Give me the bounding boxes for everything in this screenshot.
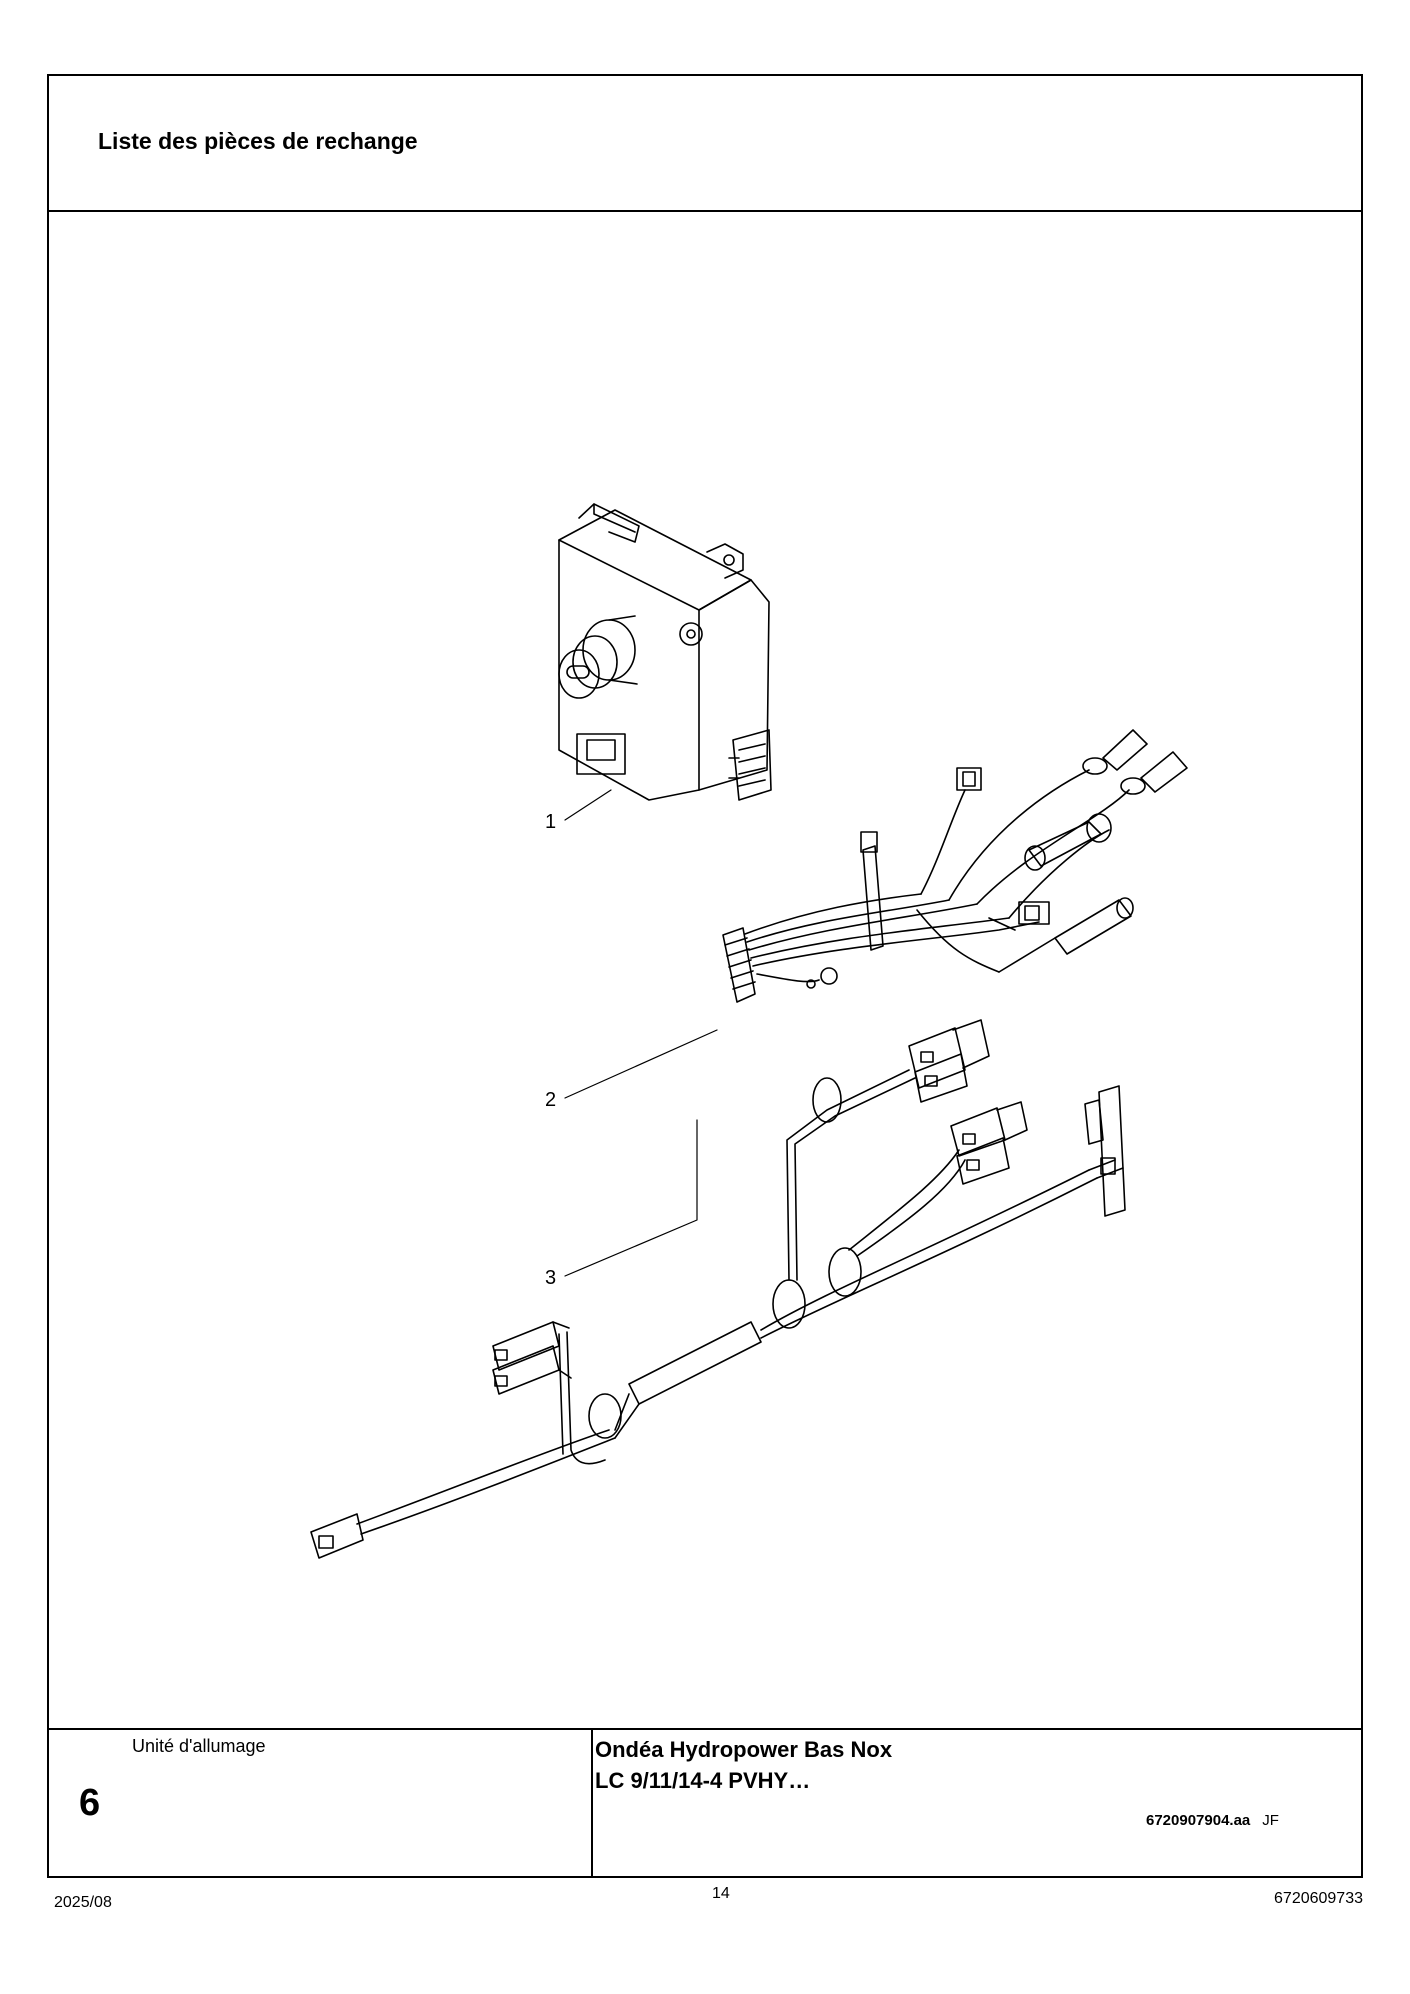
product-name: Ondéa Hydropower Bas Nox LC 9/11/14-4 PV… bbox=[595, 1734, 892, 1796]
drawing-reference: 6720907904.aa JF bbox=[1146, 1812, 1279, 1829]
section-cell: Unité d'allumage 6 bbox=[49, 1730, 593, 1876]
callout-leaders bbox=[564, 789, 718, 1277]
callout-3: 3 bbox=[545, 1267, 556, 1289]
parts-illustration: 1 2 3 bbox=[310, 503, 1188, 1559]
secondary-harness-drawing bbox=[310, 1019, 1126, 1559]
page-number: 14 bbox=[712, 1885, 730, 1902]
drawing-reference-number: 6720907904.aa bbox=[1146, 1812, 1251, 1829]
callout-1: 1 bbox=[545, 811, 556, 833]
product-line-1: Ondéa Hydropower Bas Nox bbox=[595, 1737, 893, 1762]
page-date: 2025/08 bbox=[54, 1894, 112, 1911]
page-frame: Liste des pièces de rechange bbox=[47, 74, 1363, 1878]
ignition-unit-drawing bbox=[558, 503, 772, 801]
product-line-2: LC 9/11/14-4 PVHY… bbox=[595, 1768, 811, 1793]
drawing-author: JF bbox=[1262, 1812, 1279, 1829]
section-name: Unité d'allumage bbox=[132, 1736, 266, 1756]
callout-2: 2 bbox=[545, 1089, 556, 1111]
exploded-drawing: 1 2 3 6720907904.aa JF bbox=[49, 210, 1361, 1829]
section-number: 6 bbox=[79, 1782, 101, 1824]
header-row: Liste des pièces de rechange bbox=[49, 76, 1361, 212]
main-harness-drawing bbox=[722, 729, 1188, 1003]
page-title: Liste des pièces de rechange bbox=[98, 128, 418, 154]
document-number: 6720609733 bbox=[1274, 1890, 1363, 1907]
title-block: Unité d'allumage 6 Ondéa Hydropower Bas … bbox=[49, 1728, 1361, 1876]
